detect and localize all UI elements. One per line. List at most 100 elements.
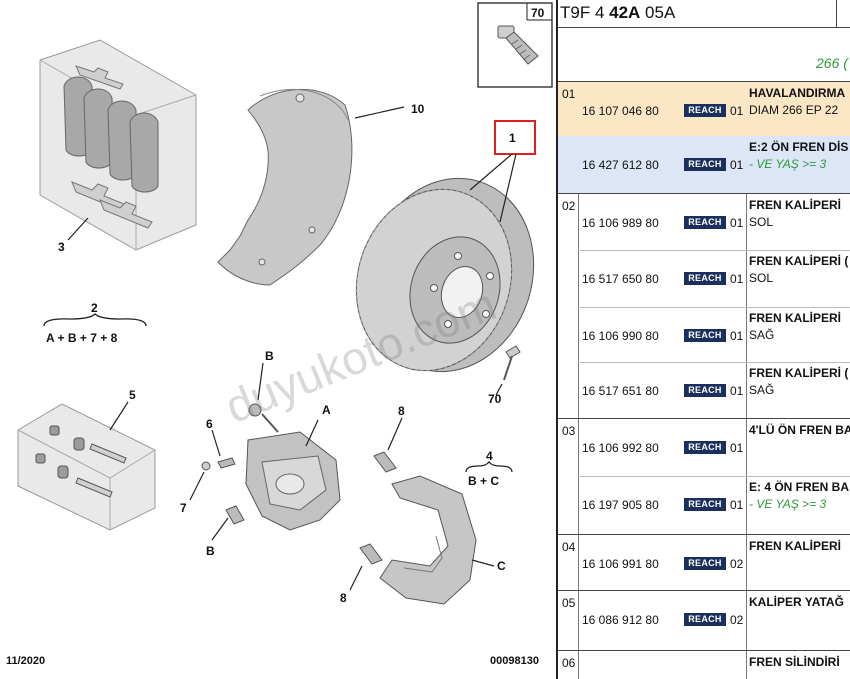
callout-4: 4 [486,449,493,463]
part-description: KALİPER YATAĞ [749,595,844,609]
part-group: 06 FREN SİLİNDİRİ [558,650,850,679]
row-separator [578,250,850,251]
part-number[interactable]: 16 086 912 80 [582,613,659,627]
diagram-code-header: T9F 4 42A 05A [558,0,850,28]
part-description-detail: DIAM 266 EP 22 [749,103,839,117]
part-row[interactable]: 16 427 612 80 REACH 01 E:2 ÖN FREN DİS - VE … [558,136,850,192]
part-number[interactable]: 16 106 990 80 [582,329,659,343]
part-group: 01 16 107 046 80 REACH 01 HAVALANDIRMA DIAM 2… [558,81,850,194]
reach-badge: REACH [684,329,726,342]
guide-bolt-kit[interactable] [17,403,156,531]
callout-70-box: 70 [531,6,545,20]
inset-box-70[interactable]: 70 [477,2,553,88]
part-description: FREN SİLİNDİRİ [749,655,840,669]
part-number[interactable]: 16 107 046 80 [582,104,659,118]
part-quantity: 01 [730,158,744,172]
part-description: E:2 ÖN FREN DİS [749,140,849,154]
group-number: 01 [562,87,576,101]
row-separator [578,362,850,363]
brace-4 [465,460,513,473]
spec-row: 266 ( [558,27,850,81]
brake-disc[interactable] [333,156,556,393]
brake-caliper[interactable] [201,403,341,531]
part-description-detail: SOL [749,271,774,285]
part-number[interactable]: 16 106 991 80 [582,557,659,571]
brake-parts-diagram: 70 3 2 A + B + 7 + 8 [17,2,556,605]
callout-6: 6 [206,417,213,431]
kit-formula-2: A + B + 7 + 8 [46,331,118,345]
part-description: E: 4 ÖN FREN BA [749,480,850,494]
part-description: FREN KALİPERİ [749,311,842,325]
part-number[interactable]: 16 197 905 80 [582,498,659,512]
part-description-detail: - VE YAŞ >= 3 [749,497,827,511]
parts-list-panel: T9F 4 42A 05A 266 ( 01 16 107 046 80 REACH… [556,0,850,679]
diagram-code: T9F 4 42A 05A [560,3,676,22]
part-description: FREN KALİPERİ ( [749,254,849,268]
part-description-detail: SAĞ [749,383,775,397]
callout-10: 10 [411,102,425,116]
part-number[interactable]: 16 517 650 80 [582,272,659,286]
part-number[interactable]: 16 427 612 80 [582,158,659,172]
row-separator [578,476,850,477]
column-divider [578,81,579,679]
part-quantity: 01 [730,329,744,343]
brace-2 [43,313,147,327]
part-description: FREN KALİPERİ [749,539,842,553]
part-row[interactable]: 16 106 989 80 REACH 01 FREN KALİPERİ SOL [558,194,850,250]
reach-badge: REACH [684,498,726,511]
reach-badge: REACH [684,216,726,229]
group-number: 02 [562,199,576,213]
caliper-bracket[interactable] [359,451,477,605]
row-separator [578,307,850,308]
bolt-70-small[interactable] [503,345,521,381]
diagram-date: 11/2020 [6,655,46,667]
column-divider [746,81,747,679]
callout-8-bottom: 8 [340,591,347,605]
group-number: 04 [562,540,576,554]
group-number: 03 [562,424,576,438]
brake-pads-kit[interactable] [39,39,197,251]
reach-badge: REACH [684,104,726,117]
callout-5: 5 [129,388,136,402]
group-number: 05 [562,596,576,610]
spec-value: 266 ( [816,55,848,71]
dust-shield[interactable] [217,88,353,286]
part-description: FREN KALİPERİ [749,198,842,212]
part-description-detail: SAĞ [749,328,775,342]
part-description-detail: SOL [749,215,774,229]
callout-3: 3 [58,240,65,254]
callout-1: 1 [509,131,516,145]
header-divider [836,0,837,27]
callout-2: 2 [91,301,98,315]
part-number[interactable]: 16 106 992 80 [582,441,659,455]
part-description-detail: - VE YAŞ >= 3 [749,157,827,171]
part-quantity: 01 [730,216,744,230]
part-quantity: 01 [730,441,744,455]
callout-A: A [322,403,331,417]
reach-badge: REACH [684,613,726,626]
reach-badge: REACH [684,272,726,285]
part-row[interactable]: 16 106 990 80 REACH 01 FREN KALİPERİ SAĞ [558,307,850,363]
part-row[interactable]: FREN SİLİNDİRİ [558,651,850,679]
reach-badge: REACH [684,557,726,570]
part-row[interactable]: 16 107 046 80 REACH 01 HAVALANDIRMA DIAM 266… [558,82,850,138]
part-number[interactable]: 16 106 989 80 [582,216,659,230]
highlight-box-1 [494,120,536,155]
part-number[interactable]: 16 517 651 80 [582,384,659,398]
part-quantity: 01 [730,104,744,118]
group-number: 06 [562,656,576,670]
callout-C: C [497,559,506,573]
reach-badge: REACH [684,384,726,397]
reach-badge: REACH [684,158,726,171]
part-description: HAVALANDIRMA [749,86,846,100]
part-description: FREN KALİPERİ ( [749,366,849,380]
